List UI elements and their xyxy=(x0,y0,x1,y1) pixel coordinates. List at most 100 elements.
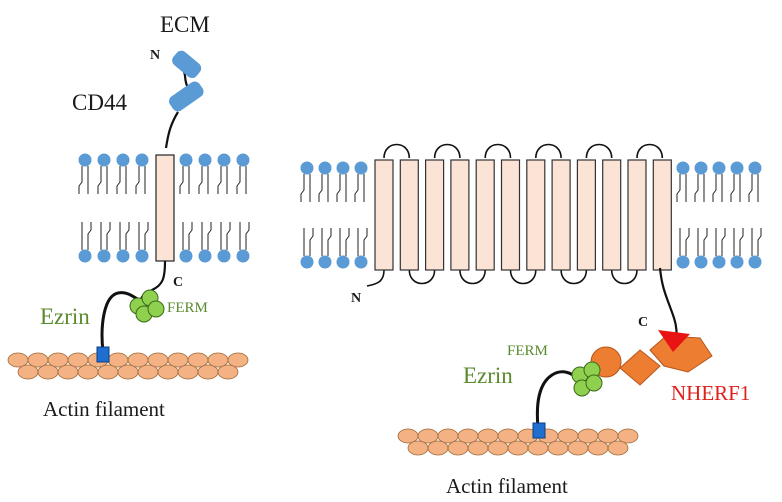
intracellular-loop xyxy=(560,269,588,285)
lipid-head xyxy=(97,249,111,263)
lipid-tail xyxy=(697,228,708,256)
nhe-n-terminus-label: N xyxy=(351,291,361,306)
lipid-tail xyxy=(715,228,726,256)
left-membrane-lipids xyxy=(78,153,250,263)
ezrin-actin-anchor-left xyxy=(96,346,110,363)
lipid-tail xyxy=(239,222,250,250)
extracellular-loop xyxy=(636,143,664,159)
transmembrane-helix xyxy=(602,159,622,271)
lipid-tail xyxy=(336,174,347,202)
ecm-label: ECM xyxy=(160,12,210,37)
lipid-tail xyxy=(119,222,130,250)
actin-monomer xyxy=(467,440,489,456)
transmembrane-helix xyxy=(450,159,470,271)
lipid-head xyxy=(354,161,368,175)
lipid-head xyxy=(300,161,314,175)
lipid-head xyxy=(336,255,350,269)
transmembrane-helix xyxy=(500,159,521,271)
actin-label-right: Actin filament xyxy=(446,474,568,498)
lipid-tail xyxy=(81,222,92,250)
transmembrane-helix xyxy=(399,159,419,271)
lipid-tail xyxy=(712,174,723,202)
lipid-head xyxy=(300,255,314,269)
ferm-label-left: FERM xyxy=(167,300,208,316)
actin-monomer xyxy=(427,440,449,456)
actin-monomer xyxy=(97,364,119,380)
actin-monomer xyxy=(177,364,199,380)
lipid-head xyxy=(748,255,762,269)
lipid-tail xyxy=(100,222,111,250)
lipid-tail xyxy=(198,166,209,194)
extracellular-loop xyxy=(484,143,512,159)
actin-monomer xyxy=(607,440,629,456)
n-terminal-tail xyxy=(366,269,385,287)
actin-monomer xyxy=(117,364,139,380)
lipid-head xyxy=(78,249,92,263)
lipid-head xyxy=(78,153,92,167)
lipid-tail xyxy=(179,166,190,194)
actin-monomer xyxy=(217,364,239,380)
lipid-tail xyxy=(138,222,149,250)
lipid-tail xyxy=(182,222,193,250)
lipid-head xyxy=(135,153,149,167)
lipid-head xyxy=(217,153,231,167)
intracellular-loop xyxy=(610,269,638,285)
lipid-tail xyxy=(135,166,146,194)
cd44-n-terminus-label: N xyxy=(150,48,160,63)
lipid-tail xyxy=(676,174,687,202)
right-ezrin xyxy=(535,361,603,429)
lipid-tail xyxy=(748,174,759,202)
nherf1-label: NHERF1 xyxy=(671,381,750,405)
ezrin-label-left: Ezrin xyxy=(40,304,90,329)
cd44-transmembrane xyxy=(155,154,175,262)
lipid-tail xyxy=(321,228,332,256)
lipid-tail xyxy=(201,222,212,250)
lipid-head xyxy=(116,249,130,263)
nhe-transmembrane-protein xyxy=(366,143,672,287)
actin-monomer xyxy=(57,364,79,380)
transmembrane-helix xyxy=(374,159,394,271)
cd44-label: CD44 xyxy=(72,90,127,115)
cd44-protein xyxy=(140,50,204,303)
lipid-head xyxy=(135,249,149,263)
lipid-tail xyxy=(116,166,127,194)
lipid-head xyxy=(730,161,744,175)
lipid-head xyxy=(694,255,708,269)
extracellular-loop xyxy=(383,143,411,159)
lipid-head xyxy=(694,161,708,175)
lipid-head xyxy=(354,255,368,269)
actin-label-left: Actin filament xyxy=(43,397,165,421)
actin-monomer xyxy=(527,440,549,456)
extracellular-loop xyxy=(433,143,461,159)
lipid-head xyxy=(676,255,690,269)
left-actin-filament xyxy=(7,352,249,380)
actin-monomer xyxy=(567,440,589,456)
actin-monomer xyxy=(587,440,609,456)
lipid-head xyxy=(236,249,250,263)
lipid-tail xyxy=(751,228,762,256)
cd44-c-terminus-label: C xyxy=(173,275,183,290)
lipid-head xyxy=(676,161,690,175)
lipid-head xyxy=(198,153,212,167)
cd44-domain-lower xyxy=(169,81,204,112)
transmembrane-helix xyxy=(551,159,571,271)
lipid-head xyxy=(318,161,332,175)
actin-monomer xyxy=(37,364,59,380)
actin-monomer xyxy=(157,364,179,380)
ferm-lobe xyxy=(585,374,603,392)
actin-monomer xyxy=(137,364,159,380)
actin-monomer xyxy=(617,428,639,444)
lipid-head xyxy=(236,153,250,167)
lipid-head xyxy=(97,153,111,167)
nhe-c-terminus-label: C xyxy=(638,315,648,330)
left-ezrin xyxy=(100,289,165,353)
ezrin-linker-right xyxy=(535,370,579,429)
right-actin-filament xyxy=(397,428,639,456)
actin-monomer xyxy=(227,352,249,368)
lipid-head xyxy=(712,255,726,269)
cd44-stalk xyxy=(164,111,179,149)
lipid-tail xyxy=(339,228,350,256)
nhe-binding-arrowhead xyxy=(658,330,690,352)
lipid-head xyxy=(198,249,212,263)
